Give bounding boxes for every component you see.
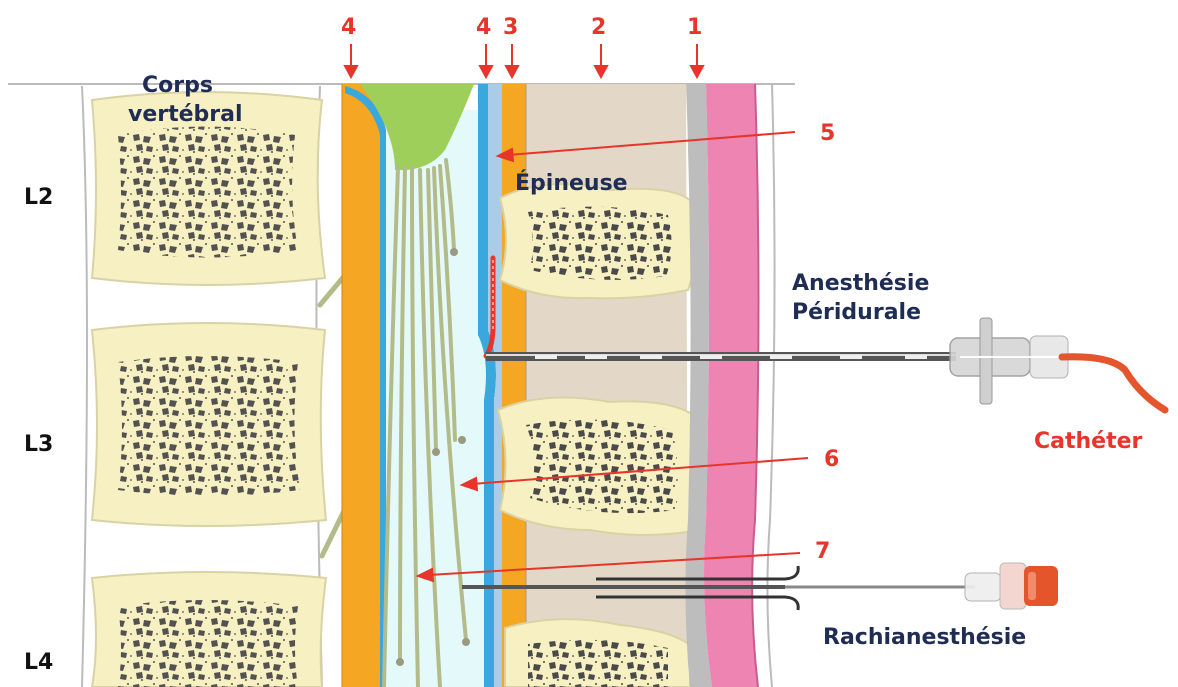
level-l2: L2 <box>24 186 53 209</box>
marker-2: 2 <box>591 16 606 39</box>
level-l4: L4 <box>24 651 53 674</box>
ligament-anterior <box>342 84 380 687</box>
spinous-label: Épineuse <box>515 172 628 195</box>
epidural-label-line2: Péridurale <box>792 301 921 324</box>
arrow-down-icon <box>595 66 607 77</box>
spinal-label: Rachianesthésie <box>823 626 1026 649</box>
marker-3: 3 <box>503 16 518 39</box>
arrow-down-icon <box>691 66 703 77</box>
vertebral-body-label-line1: Corps <box>142 74 213 97</box>
marker-4-left: 4 <box>341 16 356 39</box>
marker-5: 5 <box>820 122 835 145</box>
epidural-label-line1: Anesthésie <box>792 272 929 295</box>
vertebral-column <box>82 86 360 687</box>
catheter-icon <box>1062 357 1165 410</box>
arrow-down-icon <box>480 66 492 77</box>
marker-6: 6 <box>824 448 839 471</box>
catheter-label: Cathéter <box>1034 430 1142 453</box>
marker-7: 7 <box>815 540 830 563</box>
top-arrows <box>345 44 703 77</box>
arrow-down-icon <box>345 66 357 77</box>
marker-1: 1 <box>687 16 702 39</box>
marker-4-right: 4 <box>476 16 491 39</box>
level-l3: L3 <box>24 433 53 456</box>
arrow-down-icon <box>506 66 518 77</box>
vertebral-body-label-line2: vertébral <box>128 103 243 126</box>
